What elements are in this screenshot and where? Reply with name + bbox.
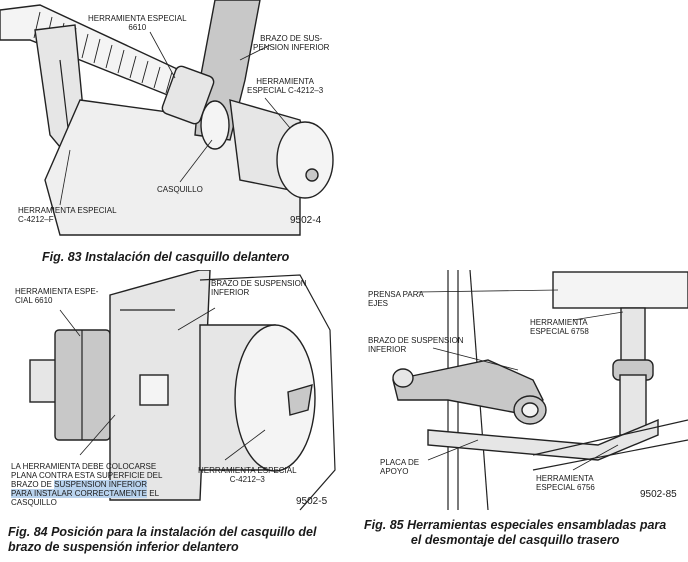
label-press: PRENSA PARA EJES xyxy=(368,290,424,308)
figure-85: PRENSA PARA EJES HERRAMIENTA ESPECIAL 67… xyxy=(358,270,688,562)
label-note: LA HERRAMIENTA DEBE COLOCARSE PLANA CONT… xyxy=(11,462,162,507)
note-highlight-1: SUSPENSION INFERIOR xyxy=(54,480,148,489)
figure-caption: Fig. 83 Instalación del casquillo delant… xyxy=(42,250,290,264)
label-arm: BRAZO DE SUSPENSION INFERIOR xyxy=(368,336,464,354)
figure-84-illustration xyxy=(29,270,336,511)
press-bench xyxy=(532,419,688,471)
figure-caption: Fig. 85 Herramientas especiales ensambla… xyxy=(364,518,667,547)
note-highlight-2: PARA INSTALAR CORRECTAMENTE xyxy=(11,489,148,498)
label-arm: BRAZO DE SUSPENSION INFERIOR xyxy=(211,279,307,297)
arm-ball-joint xyxy=(392,368,414,388)
cup-c4212-3 xyxy=(199,324,316,472)
label-plate: PLACA DE APOYO xyxy=(380,458,420,476)
figure-85-illustration xyxy=(392,270,688,510)
frame-outline xyxy=(199,274,336,511)
label-tool-6610: HERRAMIENTA ESPE- CIAL 6610 xyxy=(15,287,99,305)
label-arm: BRAZO DE SUS- PENSION INFERIOR xyxy=(253,34,330,52)
label-tool-c4212-f: HERRAMIENTA ESPECIAL C-4212–F xyxy=(18,206,117,224)
figure-83: HERRAMIENTA ESPECIAL 6610 BRAZO DE SUS- … xyxy=(0,0,350,270)
figure-84-leaders xyxy=(59,307,266,461)
label-tool-c4212-3: HERRAMIENTA ESPECIAL C-4212–3 xyxy=(198,466,297,484)
bushing xyxy=(513,395,547,425)
label-tool-6758: HERRAMIENTA ESPECIAL 6758 xyxy=(530,318,589,336)
tool-6758 xyxy=(612,307,654,436)
figure-83-illustration xyxy=(0,0,334,236)
label-tool-6610: HERRAMIENTA ESPECIAL 6610 xyxy=(88,14,187,32)
label-tool-6756: HERRAMIENTA ESPECIAL 6756 xyxy=(536,474,595,492)
label-bushing: CASQUILLO xyxy=(157,185,203,194)
nut-6610 xyxy=(54,329,111,441)
figure-caption: Fig. 84 Posición para la instalación del… xyxy=(8,525,317,554)
figure-ref: 9502-85 xyxy=(640,489,677,500)
bushing xyxy=(200,100,230,150)
wing-bolt xyxy=(287,384,313,416)
note-text-b: EL CASQUILLO xyxy=(11,489,160,507)
support-plate xyxy=(427,418,659,461)
figure-ref: 9502-5 xyxy=(296,496,328,507)
label-tool-c4212-3: HERRAMIENTA ESPECIAL C-4212–3 xyxy=(247,77,324,95)
suspension-arm xyxy=(109,270,211,501)
figure-84: HERRAMIENTA ESPE- CIAL 6610 BRAZO DE SUS… xyxy=(0,270,350,562)
figure-85-leaders xyxy=(417,289,624,471)
note-text-a: LA HERRAMIENTA DEBE COLOCARSE PLANA CONT… xyxy=(11,462,163,489)
nut-6610 xyxy=(161,65,215,125)
figure-ref: 9502-4 xyxy=(290,215,322,226)
axle-press xyxy=(447,270,688,510)
figure-83-leaders xyxy=(59,31,291,206)
cup-c4212-3 xyxy=(229,99,334,199)
